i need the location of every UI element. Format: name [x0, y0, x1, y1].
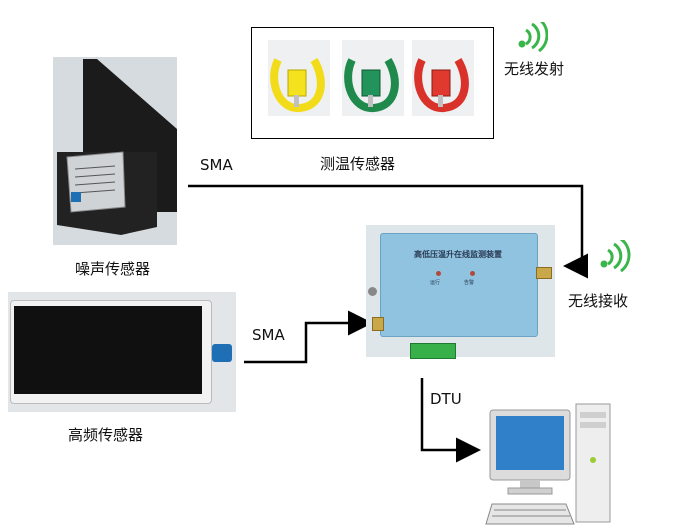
noise-sensor-label: 噪声传感器 — [75, 260, 151, 278]
yellow-temp-probe — [268, 40, 330, 116]
mounting-knob — [368, 287, 377, 296]
hf-sensor-label: 高频传感器 — [68, 426, 144, 444]
input-connector — [372, 317, 384, 331]
red-temp-probe — [412, 40, 474, 116]
device-title: 高低压温升在线监测装置 — [414, 249, 502, 259]
led-run-indicator — [436, 271, 441, 276]
monitoring-device: 高低压温升在线监测装置 运行 告警 — [366, 225, 555, 359]
temp-sensor-box — [251, 27, 494, 139]
sma-link-noise-to-device — [188, 184, 588, 279]
device-panel — [380, 233, 538, 337]
computer-icon — [484, 400, 614, 528]
led-alarm-label: 告警 — [464, 280, 475, 286]
antenna-connector — [536, 267, 552, 279]
noise-sensor-image — [53, 57, 177, 245]
sma-label-mid: SMA — [252, 326, 285, 344]
green-temp-probe — [342, 40, 404, 116]
wireless-tx-label: 无线发射 — [504, 60, 565, 78]
dtu-label: DTU — [430, 390, 462, 408]
wireless-tx-icon — [514, 17, 549, 53]
dtu-link-device-to-pc — [420, 378, 481, 463]
sma-link-hf-to-device — [244, 310, 373, 364]
wireless-rx-icon — [596, 237, 632, 274]
wireless-rx-label: 无线接收 — [568, 292, 629, 310]
hf-sensor-image — [8, 292, 236, 412]
temp-sensor-label: 测温传感器 — [320, 155, 396, 173]
hf-sensor-panel — [14, 306, 202, 394]
led-alarm-indicator — [470, 271, 475, 276]
terminal-block — [410, 343, 456, 359]
sma-label-top: SMA — [200, 156, 233, 174]
led-run-label: 运行 — [430, 280, 441, 286]
hf-sensor-connector — [212, 344, 232, 362]
